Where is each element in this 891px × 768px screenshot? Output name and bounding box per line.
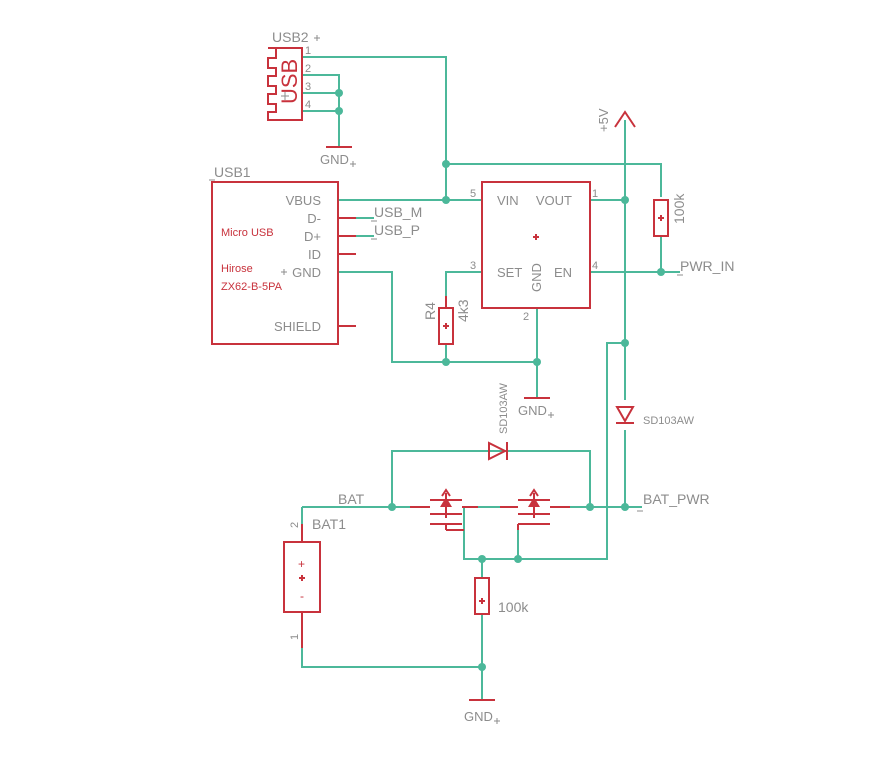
net-label-usb-p: USB_P (374, 222, 420, 238)
gnd-symbol-bat: GND (464, 699, 500, 724)
net-label-pwr-in: PWR_IN (680, 258, 734, 274)
r4-value: 4k3 (455, 299, 471, 322)
usb2-symbol-text: USB (277, 59, 302, 104)
junction (657, 268, 665, 276)
usb1-pin-gnd: GND (292, 265, 321, 280)
fet-zener (441, 488, 451, 497)
junction (621, 503, 629, 511)
net-bat1-gnd (301, 648, 482, 668)
diode-top-value: SD103AW (498, 382, 510, 434)
resistor-body (653, 199, 669, 237)
reg-pinnum-set: 3 (470, 260, 476, 272)
usb1-pin-id: ID (308, 247, 321, 262)
junction (335, 89, 343, 97)
gnd-label: GND (464, 709, 493, 724)
usb1-pin-vbus: VBUS (286, 193, 322, 208)
reg-pinnum-gnd: 2 (523, 311, 529, 323)
net-label-usb-m: USB_M (374, 204, 422, 220)
junction (388, 503, 396, 511)
regulator-body (481, 181, 591, 309)
resistor-100k-en[interactable]: 100k (653, 193, 687, 237)
supply-arrow-icon (614, 110, 636, 128)
junction (514, 555, 522, 563)
usb2-pin-4: 4 (305, 99, 311, 111)
junction (621, 339, 629, 347)
resistor-value: 100k (498, 599, 529, 615)
gnd-label: GND (320, 152, 349, 167)
junction (335, 107, 343, 115)
junction (442, 196, 450, 204)
junction (533, 358, 541, 366)
reg-pinnum-vin: 5 (470, 188, 476, 200)
usb1-pin-dplus: D+ (304, 229, 321, 244)
diode-top[interactable]: SD103AW (488, 382, 510, 461)
net-top-diode-loop (391, 450, 591, 507)
usb1-body (211, 181, 339, 345)
usb2-pin-3: 3 (305, 81, 311, 93)
r4-label: R4 (422, 302, 438, 320)
net-vin-100k (446, 163, 662, 197)
supply-label: +5V (596, 108, 611, 132)
usb1-label: USB1 (214, 164, 251, 180)
reg-pinnum-en: 4 (592, 260, 598, 272)
usb2-body (267, 47, 303, 121)
r4-body (438, 307, 454, 345)
usb1-desc-2: Hirose (221, 263, 253, 275)
usb2-connector[interactable]: USB USB2 1 2 3 4 (267, 29, 320, 121)
resistor-100k-gate[interactable]: 100k (474, 577, 529, 615)
junctions (335, 89, 665, 671)
resistor-r4[interactable]: R4 4k3 (422, 296, 471, 345)
junction (442, 160, 450, 168)
resistor-value: 100k (671, 193, 687, 224)
gnd-symbol-usb2: GND (320, 146, 356, 167)
usb1-pin-dminus: D- (307, 211, 321, 226)
usb2-pin-1: 1 (305, 45, 311, 57)
reg-pin-vout: VOUT (536, 193, 572, 208)
gnd-symbol-reg: GND (518, 397, 554, 418)
usb2-label: USB2 (272, 29, 309, 45)
junction (621, 196, 629, 204)
net-label-bat-pwr: BAT_PWR (643, 491, 710, 507)
usb1-desc-1: Micro USB (221, 227, 274, 239)
battery-minus: - (300, 589, 304, 603)
junction (442, 358, 450, 366)
bat1-pin-bottom: 1 (289, 634, 301, 640)
net-gate-control (463, 342, 625, 560)
gnd-label: GND (518, 403, 547, 418)
reg-pin-set: SET (497, 265, 522, 280)
usb1-pin-shield: SHIELD (274, 319, 321, 334)
net-usb1-gnd (338, 271, 537, 363)
mosfet-left[interactable] (410, 488, 478, 531)
usb1-desc-3: ZX62-B-5PA (221, 281, 283, 293)
bat1-pin-top: 2 (289, 522, 301, 528)
net-usb2-vbus (302, 56, 447, 200)
reg-pin-en: EN (554, 265, 572, 280)
reg-pinnum-vout: 1 (592, 188, 598, 200)
battery-plus: + (298, 557, 305, 571)
junction (586, 503, 594, 511)
resistor-body (474, 577, 490, 615)
fet-zener (529, 488, 539, 497)
wires (301, 56, 680, 700)
battery-bat1[interactable]: + - BAT1 2 1 (283, 516, 346, 648)
regulator-ic[interactable]: VIN VOUT SET EN GND 5 1 3 4 2 (0, 0, 598, 323)
diode-right[interactable]: SD103AW (615, 406, 695, 427)
mosfet-right[interactable] (500, 488, 570, 530)
reg-pin-vin: VIN (497, 193, 519, 208)
diode-body-icon (615, 406, 635, 424)
usb1-connector[interactable]: USB1 VBUS D- D+ ID GND SHIELD Micro USB … (209, 164, 356, 345)
net-label-bat: BAT (338, 491, 365, 507)
net-usb2-gnd (302, 74, 340, 147)
junction (478, 663, 486, 671)
usb2-pin-2: 2 (305, 63, 311, 75)
diode-right-value: SD103AW (643, 415, 695, 427)
reg-pin-gnd: GND (529, 263, 544, 292)
bat1-label: BAT1 (312, 516, 346, 532)
supply-5v: +5V (596, 108, 636, 132)
net-set-r4 (445, 271, 482, 296)
junction (478, 555, 486, 563)
diode-body-icon (488, 441, 508, 461)
